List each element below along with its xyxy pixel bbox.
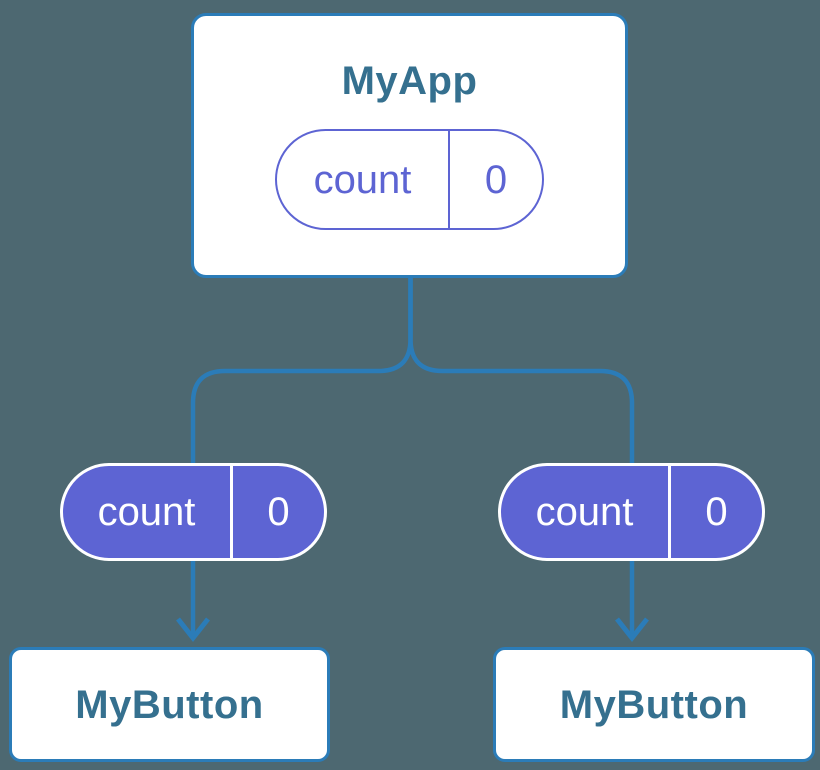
arrowhead-left-icon	[176, 617, 210, 643]
prop-value: 0	[267, 490, 290, 534]
myapp-node: MyApp count 0	[191, 13, 628, 278]
myapp-state-pill: count 0	[275, 129, 544, 230]
pill-divider	[230, 466, 233, 558]
connector-right-branch	[408, 276, 635, 636]
state-value: 0	[484, 157, 508, 202]
connector-left-branch	[190, 276, 413, 636]
prop-pill-left: count 0	[60, 463, 327, 561]
mybutton-title: MyButton	[559, 682, 749, 727]
arrowhead-right-icon	[615, 617, 649, 643]
myapp-title: MyApp	[341, 59, 478, 103]
mybutton-node-right: MyButton	[493, 647, 815, 762]
mybutton-node-left: MyButton	[9, 647, 330, 762]
pill-divider	[448, 131, 450, 228]
pill-divider	[668, 466, 671, 558]
mybutton-title: MyButton	[75, 682, 264, 727]
prop-name: count	[535, 490, 634, 534]
prop-value: 0	[705, 490, 728, 534]
prop-pill-right: count 0	[498, 463, 765, 561]
state-name: count	[313, 157, 412, 202]
prop-name: count	[97, 490, 196, 534]
